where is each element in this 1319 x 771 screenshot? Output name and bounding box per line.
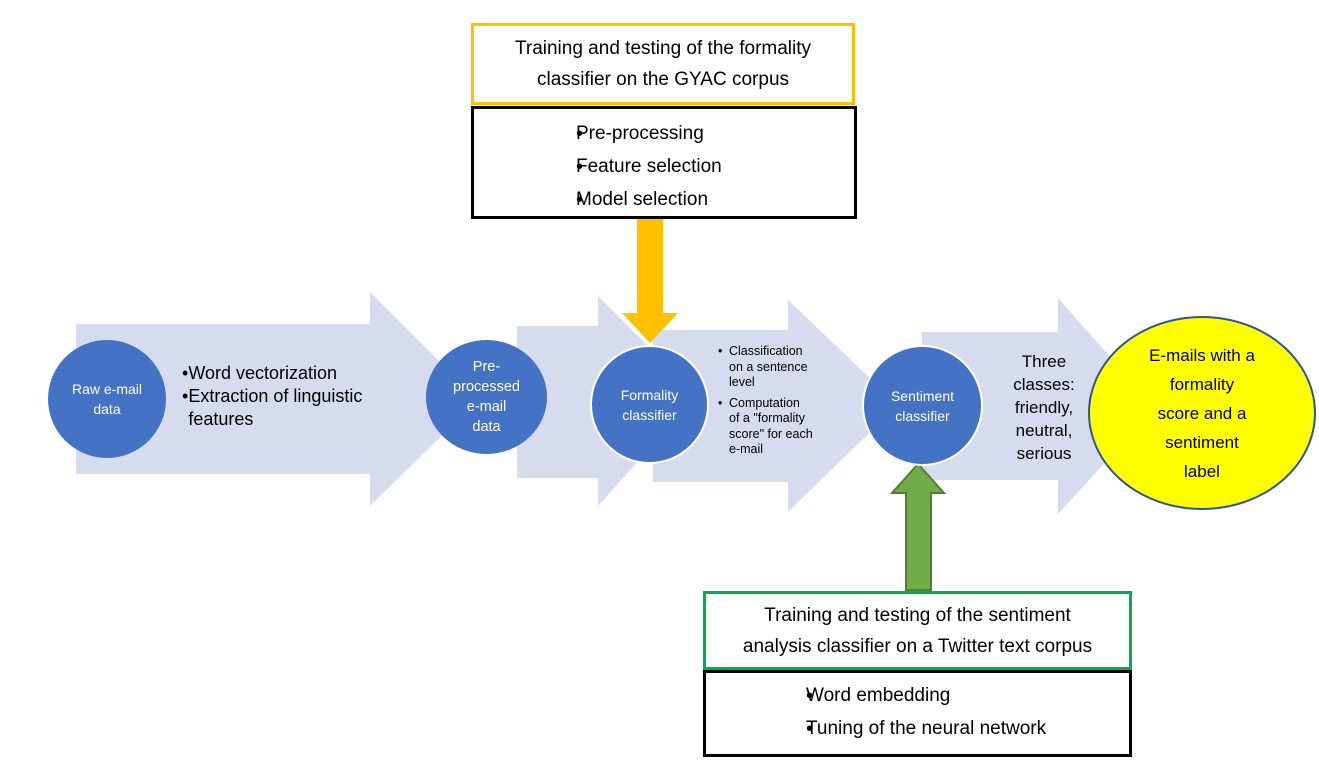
sentiment-step: Word embedding <box>806 685 1046 718</box>
formality-step: Model selection <box>576 189 722 222</box>
sentiment-training-title-box: Training and testing of the sentiment an… <box>703 591 1132 670</box>
formality-steps-list: •Classification on a sentence level •Com… <box>718 344 813 458</box>
formality-process-step: •Classification on a sentence level <box>718 344 808 389</box>
green-up-arrow <box>889 462 947 591</box>
preprocessed-label: Pre- processed e-mail data <box>453 359 520 435</box>
formality-classifier-label: Formality classifier <box>620 386 679 423</box>
sentiment-step: Tuning of the neural network <box>806 718 1046 751</box>
formality-step: Feature selection <box>576 156 722 189</box>
formality-step: Pre-processing <box>576 123 722 156</box>
sentiment-training-title: Training and testing of the sentiment an… <box>742 604 1093 657</box>
sentiment-classes-text: Three classes: friendly, neutral, seriou… <box>1013 352 1075 463</box>
raw-steps-list: •Word vectorization •Extraction of lingu… <box>182 362 362 431</box>
preprocessed-circle: Pre- processed e-mail data <box>426 340 547 454</box>
formality-classifier-circle: Formality classifier <box>590 345 709 464</box>
flow-arrow-3 <box>653 300 898 512</box>
raw-step: •Extraction of linguistic features <box>182 386 363 429</box>
output-label: E-mails with a formality score and a sen… <box>1149 345 1255 481</box>
raw-step: •Word vectorization <box>182 363 338 383</box>
output-circle: E-mails with a formality score and a sen… <box>1088 316 1316 510</box>
flow-arrow-1 <box>76 292 478 506</box>
raw-data-label: Raw e-mail data <box>71 381 142 417</box>
formality-training-title: Training and testing of the formality cl… <box>514 38 812 90</box>
formality-training-steps-box: Pre-processing Feature selection Model s… <box>471 106 857 219</box>
sentiment-classifier-circle: Sentiment classifier <box>862 345 983 466</box>
sentiment-training-steps-box: Word embedding Tuning of the neural netw… <box>703 670 1132 757</box>
formality-training-title-box: Training and testing of the formality cl… <box>471 23 855 105</box>
formality-process-step: •Computation of a "formality score" for … <box>718 395 813 457</box>
raw-data-circle: Raw e-mail data <box>48 340 166 458</box>
orange-down-arrow <box>622 219 678 343</box>
flow-arrow-4 <box>922 298 1155 514</box>
sentiment-classifier-label: Sentiment classifier <box>890 387 955 424</box>
